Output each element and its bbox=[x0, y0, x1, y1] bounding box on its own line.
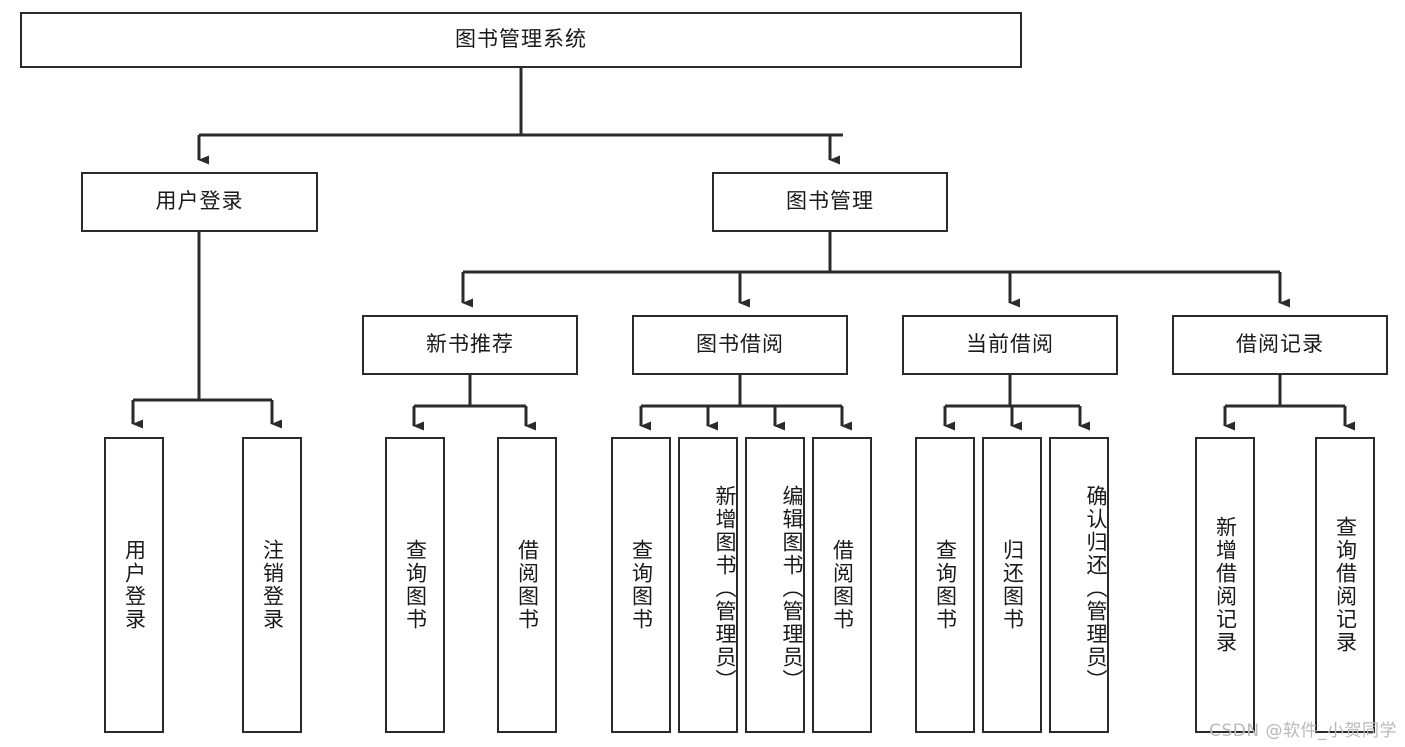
node-label: 借阅记录 bbox=[1236, 332, 1324, 357]
node-book-borrow[interactable]: 图书借阅 bbox=[632, 315, 848, 375]
leaf-label: 查询图书 bbox=[629, 539, 654, 631]
leaf-label: 注销登录 bbox=[260, 539, 285, 631]
leaf-current-borrow-return[interactable]: 归还图书 bbox=[982, 437, 1042, 733]
leaf-label: 借阅图书 bbox=[515, 539, 540, 631]
leaf-label: 编辑图书（管理员） bbox=[780, 484, 804, 692]
leaf-label: 新增借阅记录 bbox=[1213, 516, 1238, 654]
leaf-borrow-record-query[interactable]: 查询借阅记录 bbox=[1315, 437, 1375, 733]
csdn-watermark: CSDN @软件_小贺同学 bbox=[1209, 721, 1397, 741]
node-label: 图书管理 bbox=[786, 189, 874, 214]
node-label: 图书借阅 bbox=[696, 332, 784, 357]
leaf-user-login-login[interactable]: 用户登录 bbox=[104, 437, 164, 733]
node-user-login[interactable]: 用户登录 bbox=[81, 172, 318, 232]
node-label: 用户登录 bbox=[155, 189, 244, 214]
leaf-current-borrow-confirm-admin[interactable]: 确认归还（管理员） bbox=[1049, 437, 1109, 733]
leaf-label: 归还图书 bbox=[1000, 539, 1025, 631]
node-borrow-record[interactable]: 借阅记录 bbox=[1172, 315, 1388, 375]
node-book-management[interactable]: 图书管理 bbox=[712, 172, 948, 232]
leaf-label: 查询图书 bbox=[403, 539, 428, 631]
node-label: 当前借阅 bbox=[966, 332, 1054, 357]
leaf-book-borrow-add-admin[interactable]: 新增图书（管理员） bbox=[678, 437, 738, 733]
leaf-label: 确认归还（管理员） bbox=[1084, 484, 1108, 692]
node-new-book-recommend[interactable]: 新书推荐 bbox=[362, 315, 578, 375]
leaf-current-borrow-query[interactable]: 查询图书 bbox=[915, 437, 975, 733]
node-label: 图书管理系统 bbox=[455, 27, 587, 52]
leaf-borrow-record-add[interactable]: 新增借阅记录 bbox=[1195, 437, 1255, 733]
leaf-label: 新增图书（管理员） bbox=[713, 484, 737, 692]
node-current-borrow[interactable]: 当前借阅 bbox=[902, 315, 1118, 375]
leaf-label: 用户登录 bbox=[122, 539, 147, 631]
leaf-user-login-logout[interactable]: 注销登录 bbox=[242, 437, 302, 733]
leaf-label: 查询图书 bbox=[933, 539, 958, 631]
leaf-book-borrow-edit-admin[interactable]: 编辑图书（管理员） bbox=[745, 437, 805, 733]
leaf-book-borrow-query[interactable]: 查询图书 bbox=[611, 437, 671, 733]
node-root-system[interactable]: 图书管理系统 bbox=[20, 12, 1022, 68]
leaf-label: 查询借阅记录 bbox=[1333, 516, 1358, 654]
leaf-label: 借阅图书 bbox=[830, 539, 855, 631]
leaf-new-book-query[interactable]: 查询图书 bbox=[385, 437, 445, 733]
leaf-new-book-borrow[interactable]: 借阅图书 bbox=[497, 437, 557, 733]
leaf-book-borrow-borrow[interactable]: 借阅图书 bbox=[812, 437, 872, 733]
node-label: 新书推荐 bbox=[426, 332, 514, 357]
